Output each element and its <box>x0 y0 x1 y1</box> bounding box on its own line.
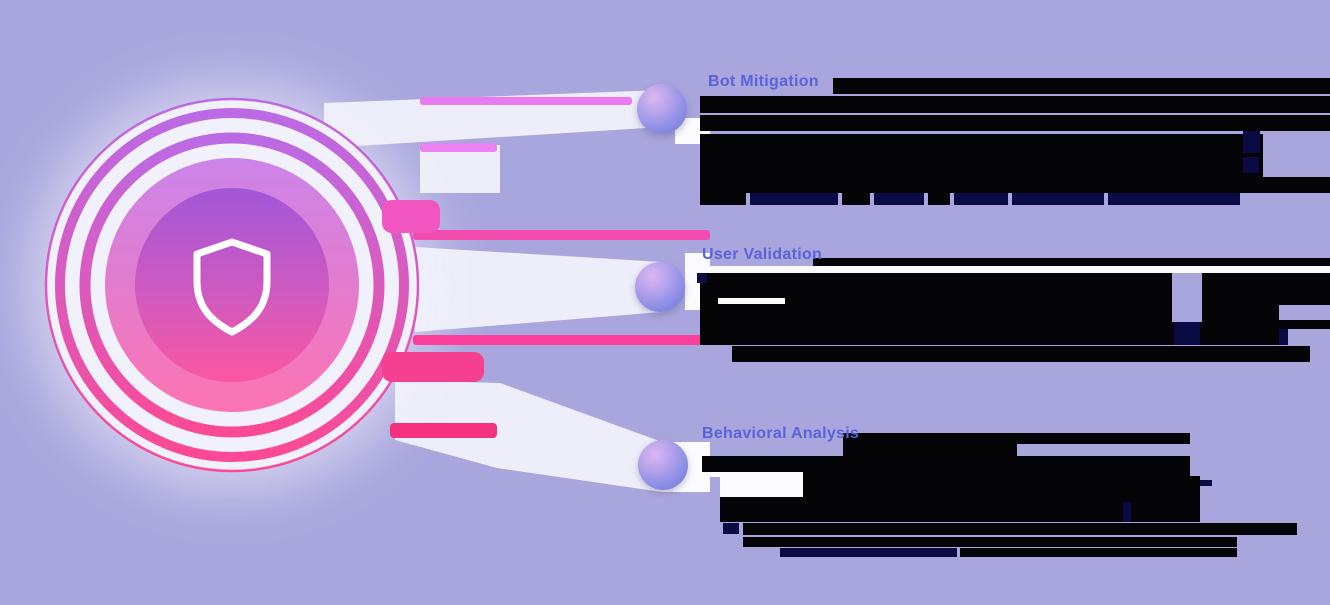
redacted-text-behavioral-analysis <box>780 548 957 557</box>
sphere-bullet-bot-mitigation <box>637 84 687 134</box>
section-title-bot-mitigation: Bot Mitigation <box>708 73 819 90</box>
section-title-user-validation: User Validation <box>702 246 823 263</box>
pink-accent-line <box>390 423 497 438</box>
redacted-text-user-validation <box>1279 329 1288 345</box>
connector-band-top-tail <box>420 145 500 193</box>
redacted-text-bot-mitigation <box>928 193 950 205</box>
redacted-text-behavioral-analysis <box>723 523 739 534</box>
redacted-text-bot-mitigation <box>700 134 1263 193</box>
redacted-text-behavioral-analysis <box>843 444 1017 456</box>
sphere-bullet-behavioral-analysis <box>638 440 688 490</box>
shield-icon <box>193 238 271 336</box>
connector-band-middle <box>415 247 662 332</box>
hub-ring-outer <box>55 108 409 462</box>
pink-accent-line <box>420 97 632 105</box>
redacted-text-behavioral-analysis <box>1123 502 1131 522</box>
redacted-text-behavioral-analysis <box>1200 480 1212 486</box>
redacted-text-behavioral-analysis <box>843 433 1190 444</box>
pink-accent-line <box>382 352 484 382</box>
redacted-text-behavioral-analysis <box>960 548 1237 557</box>
redacted-text-bot-mitigation <box>700 193 746 205</box>
redacted-text-user-validation <box>813 258 1330 266</box>
redacted-text-bot-mitigation <box>700 115 1330 131</box>
pink-accent-line <box>382 200 440 233</box>
redacted-text-user-validation <box>697 273 707 283</box>
hub-ring-inner <box>79 132 385 438</box>
redacted-text-bot-mitigation <box>750 193 838 205</box>
redacted-text-behavioral-analysis <box>690 472 803 477</box>
redacted-text-user-validation <box>718 298 785 304</box>
hub-core-disc <box>135 188 329 382</box>
redacted-text-behavioral-analysis <box>720 477 803 497</box>
shield-hub-graphic <box>44 97 420 473</box>
redacted-text-behavioral-analysis <box>803 476 1200 497</box>
redacted-text-bot-mitigation <box>1012 193 1104 205</box>
redacted-text-bot-mitigation <box>1108 193 1240 205</box>
redacted-text-user-validation <box>1172 273 1202 322</box>
redacted-text-user-validation <box>1174 322 1200 345</box>
pink-accent-line <box>420 143 497 152</box>
redacted-text-user-validation <box>700 320 1330 329</box>
redacted-text-user-validation <box>700 305 1279 320</box>
redacted-text-bot-mitigation <box>700 96 1330 113</box>
redacted-text-bot-mitigation <box>1243 131 1260 153</box>
redacted-text-user-validation <box>698 266 1330 273</box>
section-title-behavioral-analysis: Behavioral Analysis <box>702 425 860 442</box>
redacted-text-bot-mitigation <box>842 193 870 205</box>
redacted-text-user-validation <box>700 273 1330 305</box>
redacted-text-behavioral-analysis <box>743 523 1297 535</box>
redacted-text-behavioral-analysis <box>720 497 1200 522</box>
redacted-text-user-validation <box>700 329 1279 345</box>
pink-accent-line <box>413 230 710 240</box>
redacted-text-bot-mitigation <box>833 78 1330 94</box>
redacted-text-bot-mitigation <box>874 193 924 205</box>
redacted-text-user-validation <box>732 346 1310 362</box>
connector-band-bottom <box>395 380 710 492</box>
redacted-text-bot-mitigation <box>954 193 1008 205</box>
redacted-text-bot-mitigation <box>1243 157 1259 173</box>
redacted-text-bot-mitigation <box>1263 177 1330 193</box>
sphere-bullet-user-validation <box>635 262 685 312</box>
redacted-text-behavioral-analysis <box>743 537 1237 547</box>
redacted-text-behavioral-analysis <box>702 456 1190 476</box>
pink-accent-line <box>413 335 710 345</box>
